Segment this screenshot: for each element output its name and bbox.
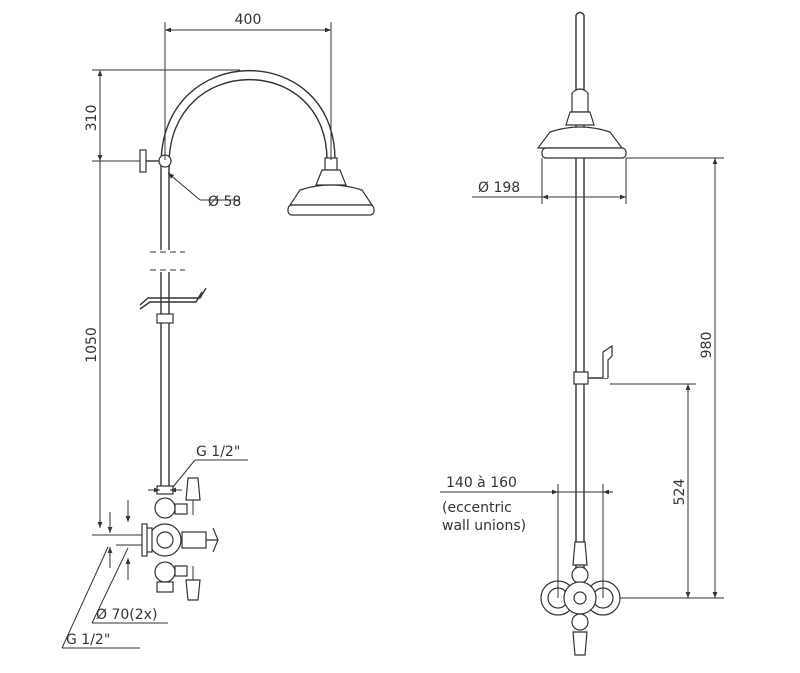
valve-inlet-callout: G 1/2"	[148, 444, 248, 493]
union-note-line2: wall unions)	[442, 518, 526, 534]
dim-union-spacing-label: 140 à 160	[446, 475, 517, 491]
dim-head-diameter-label: Ø 198	[478, 180, 520, 196]
valve-inlet-label: G 1/2"	[196, 444, 240, 460]
dimension-bracket: Ø 58	[167, 172, 241, 210]
dimension-524: 524	[610, 383, 696, 598]
dim-holder-height-label: 524	[672, 479, 688, 506]
dimension-vertical-left: 310 1050	[84, 69, 240, 536]
dim-head-height-label: 980	[699, 332, 715, 359]
shower-arm	[160, 70, 336, 166]
dim-width-label: 400	[235, 12, 262, 28]
holder	[139, 287, 207, 324]
dimension-980: 980	[620, 157, 724, 599]
flange-callouts: Ø 70(2x) G 1/2"	[61, 500, 168, 649]
dim-bracket-label: Ø 58	[208, 194, 241, 210]
flange-diameter-label: Ø 70(2x)	[96, 607, 157, 623]
dim-column-height-label: 1050	[84, 327, 100, 363]
side-view: 400 310 1050 Ø 58 G 1/2"	[61, 12, 375, 649]
front-head	[536, 88, 627, 159]
front-holder	[573, 344, 613, 385]
wall-inlet-label: G 1/2"	[66, 632, 110, 648]
dimension-head-diameter: Ø 198	[472, 158, 627, 204]
riser-pipe	[150, 165, 185, 490]
shower-head	[287, 157, 375, 216]
dim-arm-height-label: 310	[84, 105, 100, 132]
thermostatic-valve	[116, 477, 219, 601]
wall-bracket	[139, 149, 172, 173]
dimension-union-spacing: 140 à 160 (eccentric wall unions)	[440, 475, 613, 598]
front-valve	[540, 541, 621, 656]
dimension-400: 400	[164, 12, 332, 160]
union-note-line1: (eccentric	[442, 500, 512, 516]
front-view: Ø 198 980 524 140 à 160 (eccentric wall …	[440, 11, 724, 656]
